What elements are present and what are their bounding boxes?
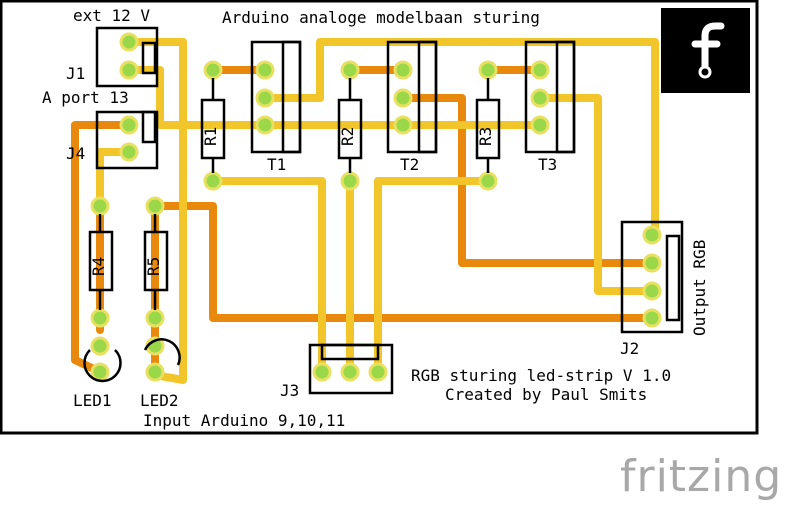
r4-label: R4: [89, 256, 108, 276]
r3-label: R3: [476, 126, 495, 146]
board-title: Arduino analoge modelbaan sturing: [222, 8, 540, 27]
r2-label: R2: [338, 126, 357, 146]
j4-port-label: A port 13: [42, 88, 129, 107]
t2-label: T2: [400, 155, 420, 174]
silkscreen: [83, 26, 684, 395]
version-label: RGB sturing led-strip V 1.0: [411, 366, 672, 385]
fritzing-watermark: fritzing: [620, 451, 783, 502]
j1-power-label: ext 12 V: [73, 6, 151, 25]
led2-label: LED2: [140, 391, 179, 410]
led1-label: LED1: [73, 391, 112, 410]
r1-label: R1: [201, 126, 220, 146]
j3-label: J3: [280, 381, 300, 400]
j2-label: J2: [620, 339, 640, 358]
led1-outline: [83, 349, 122, 383]
j4-label: J4: [66, 144, 86, 163]
logo-underline: [661, 87, 750, 93]
fritzing-logo: [661, 8, 750, 88]
author-label: Created by Paul Smits: [445, 385, 648, 404]
j1-outline: [95, 26, 159, 88]
t3-label: T3: [538, 155, 558, 174]
j3-input-label: Input Arduino 9,10,11: [143, 411, 346, 430]
j4-outline: [95, 110, 159, 170]
j1-label: J1: [66, 64, 86, 83]
pads: [90, 32, 662, 382]
t1-label: T1: [267, 155, 287, 174]
r5-label: R5: [144, 256, 163, 276]
fritzing-f-icon: [691, 22, 725, 79]
j2-output-label: Output RGB: [690, 239, 709, 336]
led2-outline: [143, 338, 181, 366]
j2-outline: [620, 220, 684, 334]
